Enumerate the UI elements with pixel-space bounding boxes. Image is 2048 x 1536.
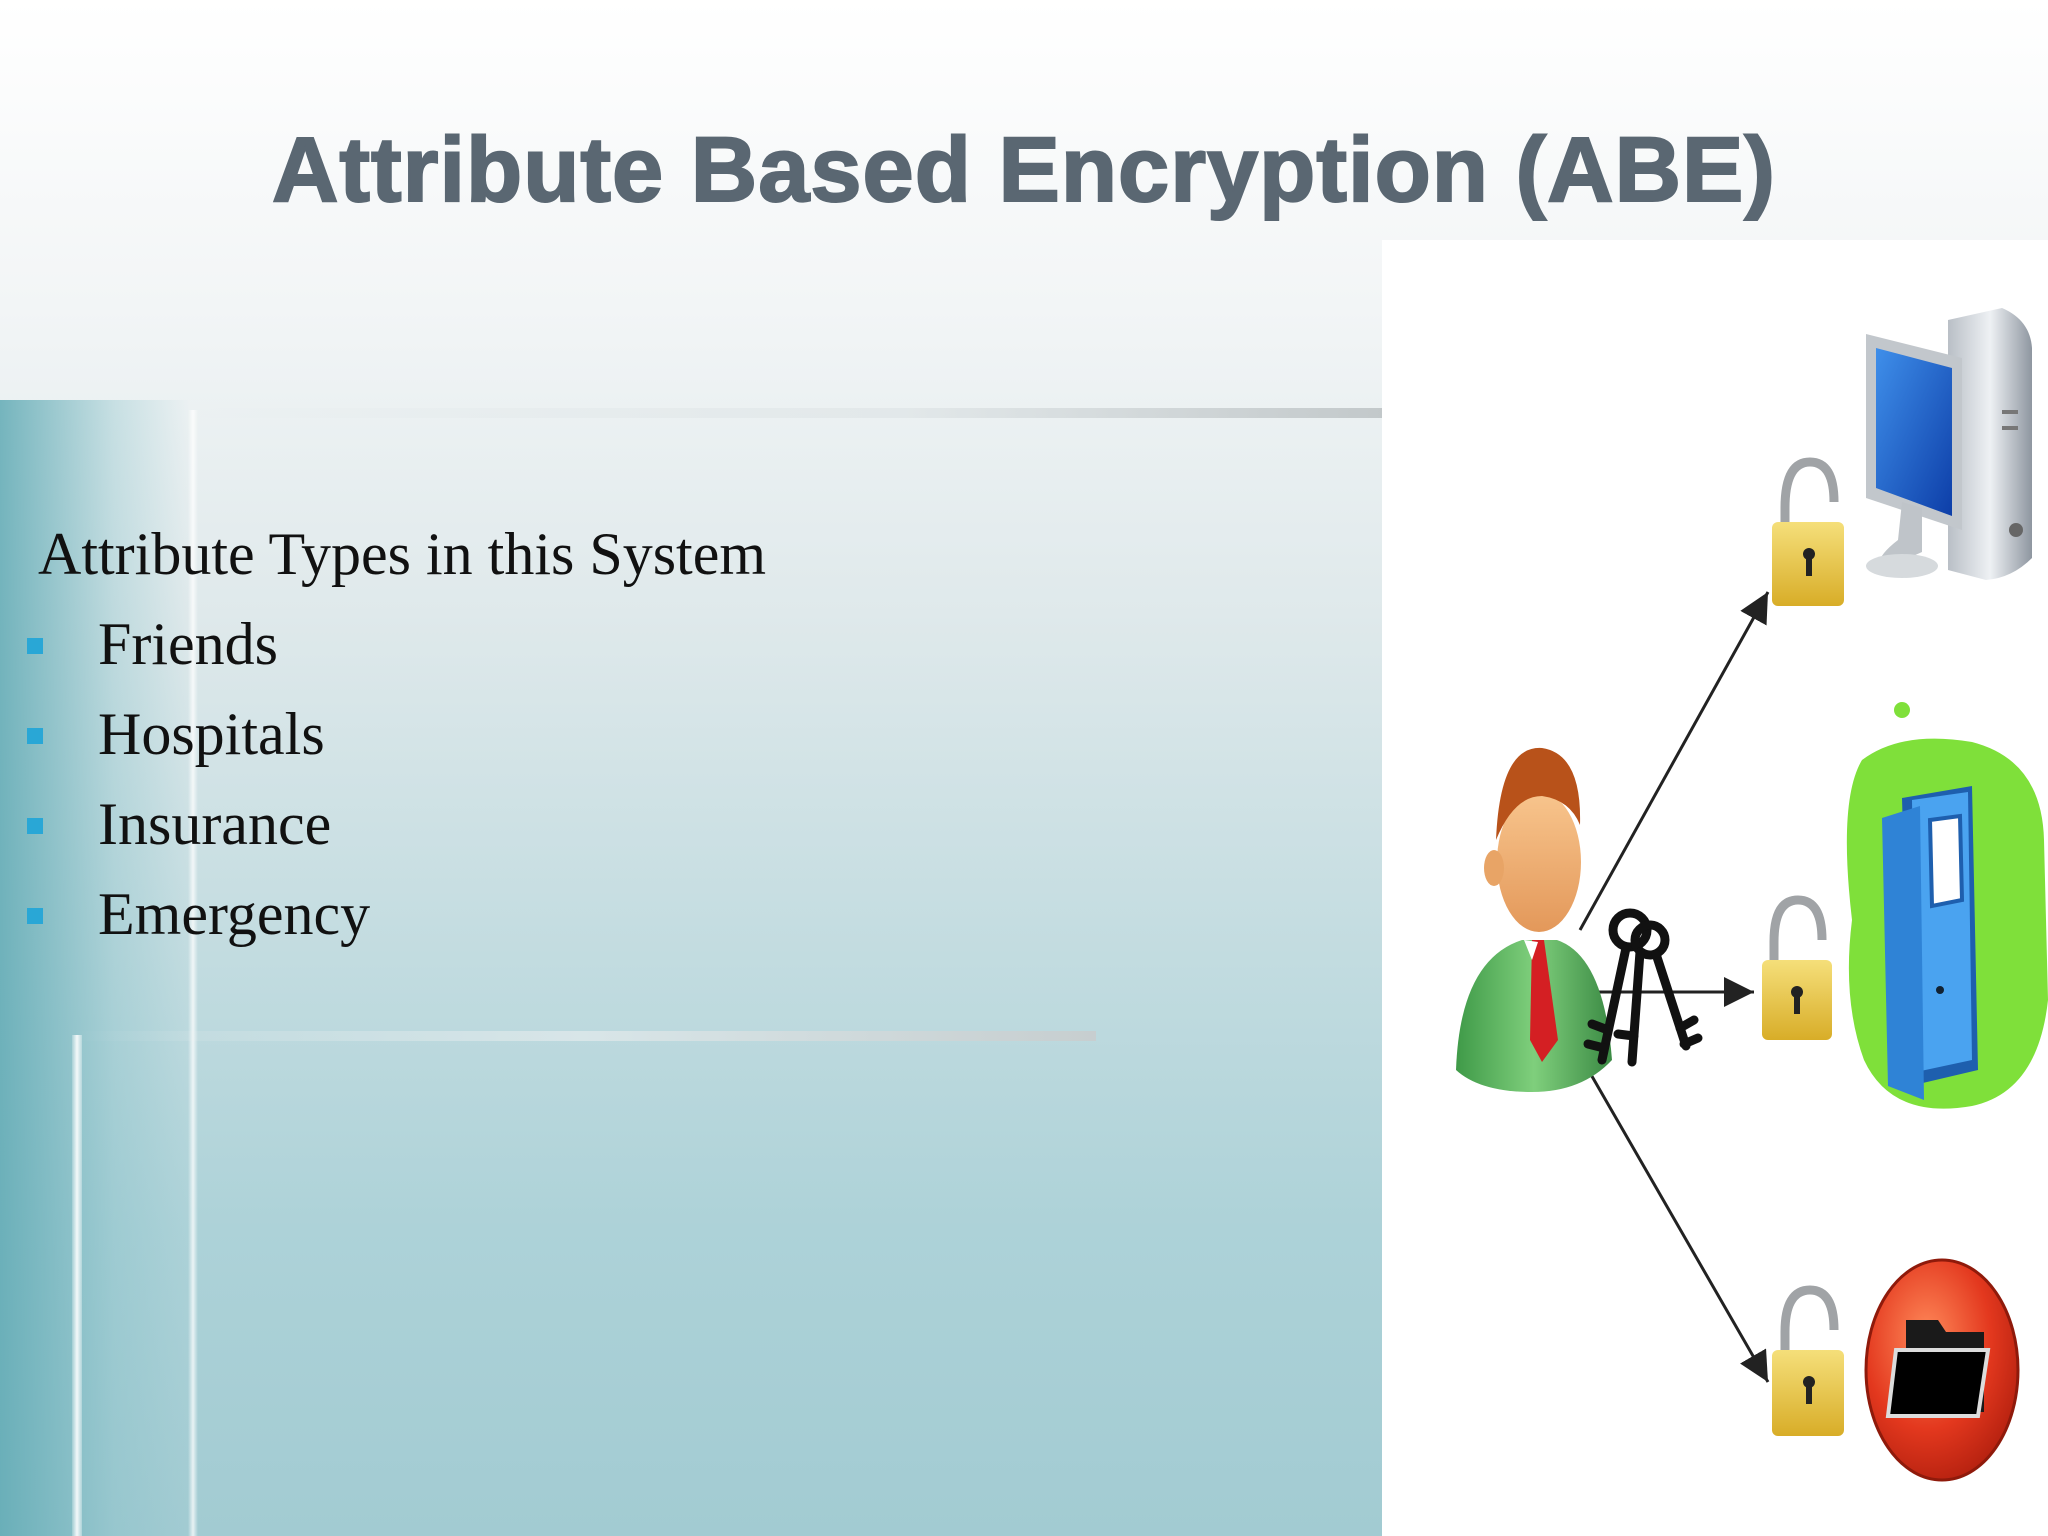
decorative-line [72,1035,82,1536]
user-icon [1456,747,1612,1092]
computer-icon [1866,308,2032,580]
keys-icon [1583,908,1703,1067]
bullet-label: Emergency [98,881,371,947]
decorative-line [188,410,198,1536]
bullet-label: Friends [98,611,278,677]
decorative-line [188,408,1383,418]
abe-illustration [1382,240,2048,1536]
bullet-square-icon [27,908,43,924]
illustration-svg [1456,308,2048,1482]
arrow-icon [1576,591,1770,1383]
folder-icon [1864,1258,2020,1482]
padlock-icon [1762,895,1832,1040]
bullet-square-icon [27,638,43,654]
door-icon [1846,702,2048,1109]
bullet-label: Hospitals [98,701,325,767]
bullet-label: Insurance [98,791,332,857]
content-heading: Attribute Types in this System [38,521,767,587]
left-gradient-band [0,400,190,1536]
padlock-icon [1772,457,1844,606]
bullet-square-icon [27,728,43,744]
decorative-line [72,1031,1096,1041]
padlock-icon [1772,1285,1844,1436]
bullet-square-icon [27,818,43,834]
slide-title: Attribute Based Encryption (ABE) [271,118,1777,222]
